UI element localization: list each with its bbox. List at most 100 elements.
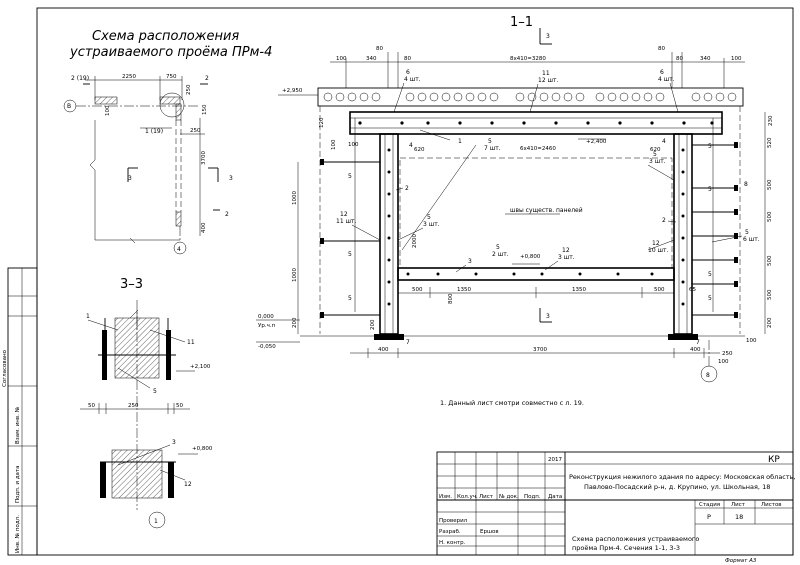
callout-11: 11 bbox=[542, 70, 550, 77]
dim-500a: 500 bbox=[412, 287, 423, 293]
dim-1350a: 1350 bbox=[457, 287, 471, 293]
s33-bubble-label-1: 1 bbox=[154, 518, 158, 525]
dim-1350b: 1350 bbox=[572, 287, 586, 293]
s33-elev-2100: +2,100 bbox=[190, 364, 211, 370]
sheet-header: Лист bbox=[731, 502, 746, 508]
s33-dim-50a: 50 bbox=[88, 403, 95, 409]
callout-5g: 5 bbox=[708, 295, 712, 302]
plan-dim-3700: 3700 bbox=[201, 151, 207, 165]
dim-230: 230 bbox=[768, 115, 774, 126]
dim-250: 250 bbox=[722, 351, 733, 357]
callout-5-2sht: 5 bbox=[496, 244, 500, 251]
callout-5f: 5 bbox=[708, 271, 712, 278]
dim-100v: 100 bbox=[331, 139, 337, 150]
callout-12sht: 12 шт. bbox=[538, 77, 559, 84]
callout-5-3sht: 5 bbox=[653, 151, 657, 158]
side-agreed: Согласовано bbox=[2, 349, 8, 387]
axis-bubble-4 bbox=[173, 241, 187, 255]
dim-3700: 3700 bbox=[533, 347, 547, 353]
dim-500b: 500 bbox=[654, 287, 665, 293]
callout-2b: 2 bbox=[662, 217, 666, 224]
cut-mark-3b: 3 bbox=[546, 313, 550, 320]
s33-elev-0800: +0,800 bbox=[192, 446, 213, 452]
callout-4a: 4 bbox=[409, 142, 413, 149]
project-line1: Реконструкция нежилого здания по адресу:… bbox=[569, 473, 796, 481]
callout-6sht: 6 шт. bbox=[743, 236, 760, 243]
plan-view: Схема расположения устраиваемого проёма … bbox=[63, 29, 272, 255]
format-label: Формат А3 bbox=[725, 558, 757, 564]
section-1-1: 1–1 3 100 340 80 80 8x410=3280 80 80 340… bbox=[256, 15, 774, 383]
callout-5c: 5 bbox=[348, 295, 352, 302]
axis-label-4: 4 bbox=[177, 246, 181, 253]
callout-10sht: 10 шт. bbox=[648, 247, 669, 254]
dim-100-c: 100 bbox=[718, 359, 729, 365]
dim-520: 520 bbox=[767, 137, 773, 148]
plan-dim-250a: 250 bbox=[186, 84, 192, 95]
dim-200r: 200 bbox=[767, 317, 773, 328]
s33-bubble-1 bbox=[148, 511, 166, 529]
developer-name: Ершов bbox=[480, 529, 499, 535]
plan-dim-250b: 250 bbox=[190, 128, 201, 134]
side-inv-orig: Инв. № подл. bbox=[15, 515, 21, 553]
doc-code: КР bbox=[768, 455, 780, 465]
plan-mark-2-19: 2 (19) bbox=[71, 75, 89, 82]
dim-800: 800 bbox=[448, 293, 454, 304]
callout-12b: 12 bbox=[562, 247, 570, 254]
plan-title-line1: Схема расположения bbox=[92, 29, 239, 44]
plan-title-line2: устраиваемого проёма ПРм-4 bbox=[69, 45, 272, 60]
top-dim-8x410: 8x410=3280 bbox=[510, 56, 546, 62]
s33-callout-11: 11 bbox=[187, 339, 195, 346]
callout-7b: 7 bbox=[696, 339, 700, 346]
elev-0800: +0,800 bbox=[520, 254, 541, 260]
project-line2: Павлово-Посадский р-н, д. Крупино, ул. Ш… bbox=[584, 483, 770, 491]
plan-dim-2250: 2250 bbox=[122, 74, 136, 80]
section-33-title: 3–3 bbox=[120, 277, 143, 292]
dim-500r1: 500 bbox=[767, 179, 773, 190]
callout-2sht: 2 шт. bbox=[492, 251, 509, 258]
callout-1: 1 bbox=[458, 138, 462, 145]
plan-mark-2b: 2 bbox=[225, 211, 229, 218]
callout-2a: 2 bbox=[405, 185, 409, 192]
sheet-title-line1: Схема расположения устраиваемого bbox=[572, 535, 699, 543]
axis-label-8: 8 bbox=[706, 372, 710, 379]
s33-dim-50b: 50 bbox=[176, 403, 183, 409]
stage-header: Стадия bbox=[699, 502, 720, 508]
plan-dim-150: 150 bbox=[202, 104, 208, 115]
plan-mark-3a: 3 bbox=[128, 175, 132, 182]
dim-200b: 200 bbox=[370, 319, 376, 330]
callout-4sht-b: 4 шт. bbox=[658, 76, 675, 83]
callout-5-6sht: 5 bbox=[745, 229, 749, 236]
side-stamp: Согласовано Взам. инв. № Подп. и дата Ин… bbox=[2, 267, 38, 556]
s33-dim-250: 250 bbox=[128, 403, 139, 409]
col-count: Кол.уч. bbox=[457, 494, 478, 500]
s33-callout-12: 12 bbox=[184, 481, 192, 488]
s33-callout-1: 1 bbox=[86, 313, 90, 320]
dim-400a: 400 bbox=[378, 347, 389, 353]
top-dim-340a: 340 bbox=[366, 56, 377, 62]
dim-1000a: 1000 bbox=[292, 191, 298, 205]
callout-5d: 5 bbox=[708, 143, 712, 150]
callout-12a: 12 bbox=[340, 211, 348, 218]
side-sign-date: Подп. и дата bbox=[15, 466, 21, 503]
sheet-note: 1. Данный лист смотри совместно с л. 19. bbox=[440, 399, 584, 407]
year: 2017 bbox=[548, 457, 562, 463]
col-date: Дата bbox=[548, 494, 562, 500]
sheet-value: 18 bbox=[735, 513, 743, 521]
dim-400b: 400 bbox=[690, 347, 701, 353]
top-dim-80a: 80 bbox=[376, 46, 383, 52]
plan-dim-400: 400 bbox=[201, 222, 207, 233]
callout-7sht: 7 шт. bbox=[484, 145, 501, 152]
plan-mark-1-19: 1 (19) bbox=[145, 128, 163, 135]
callout-5e: 5 bbox=[708, 186, 712, 193]
plan-mark-3b: 3 bbox=[229, 175, 233, 182]
s33-callout-3: 3 bbox=[172, 439, 176, 446]
elev-floor: Ур.ч.п bbox=[258, 323, 276, 329]
callout-3sht-c: 3 шт. bbox=[558, 254, 575, 261]
callout-6a: 6 bbox=[406, 69, 410, 76]
dim-100-h: 100 bbox=[348, 142, 359, 148]
plan-dim-100: 100 bbox=[105, 105, 111, 116]
dim-6x410: 6x410=2460 bbox=[520, 146, 556, 152]
callout-6b: 6 bbox=[660, 69, 664, 76]
dim-620b: 620 bbox=[650, 147, 661, 153]
